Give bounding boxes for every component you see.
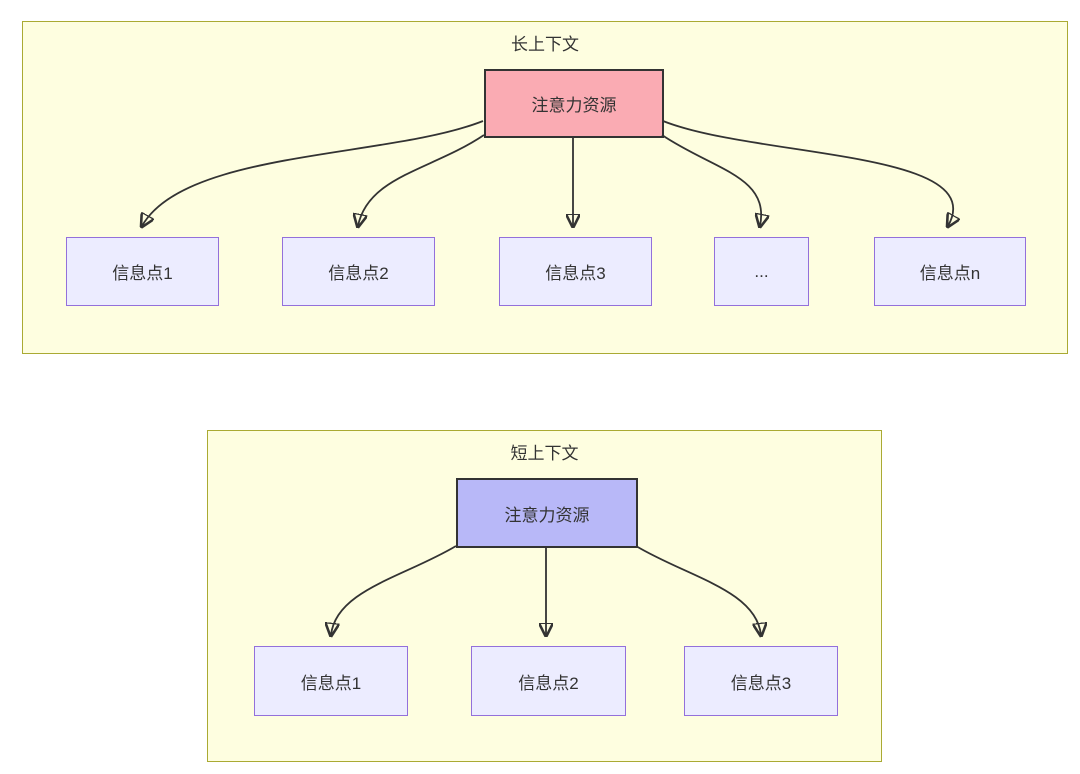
node-info-point-3-short: 信息点3 xyxy=(684,646,838,716)
node-info-point-1-short: 信息点1 xyxy=(254,646,408,716)
node-info-point-3-long: 信息点3 xyxy=(499,237,652,306)
cluster-short-context: 短上下文 注意力资源 信息点1 信息点2 信息点3 xyxy=(207,430,882,762)
node-info-point-1-long: 信息点1 xyxy=(66,237,219,306)
node-attention-resource-long: 注意力资源 xyxy=(484,69,664,138)
cluster-long-context: 长上下文 注意力资源 信息点1 信息点2 信息点3 ... 信息点n xyxy=(22,21,1068,354)
node-info-point-2-short: 信息点2 xyxy=(471,646,626,716)
node-info-point-2-long: 信息点2 xyxy=(282,237,435,306)
node-info-point-n-long: 信息点n xyxy=(874,237,1026,306)
cluster-short-context-title: 短上下文 xyxy=(510,444,579,463)
node-attention-resource-short: 注意力资源 xyxy=(456,478,638,548)
node-info-point-ellipsis-long: ... xyxy=(714,237,809,306)
cluster-long-context-title: 长上下文 xyxy=(511,35,579,54)
